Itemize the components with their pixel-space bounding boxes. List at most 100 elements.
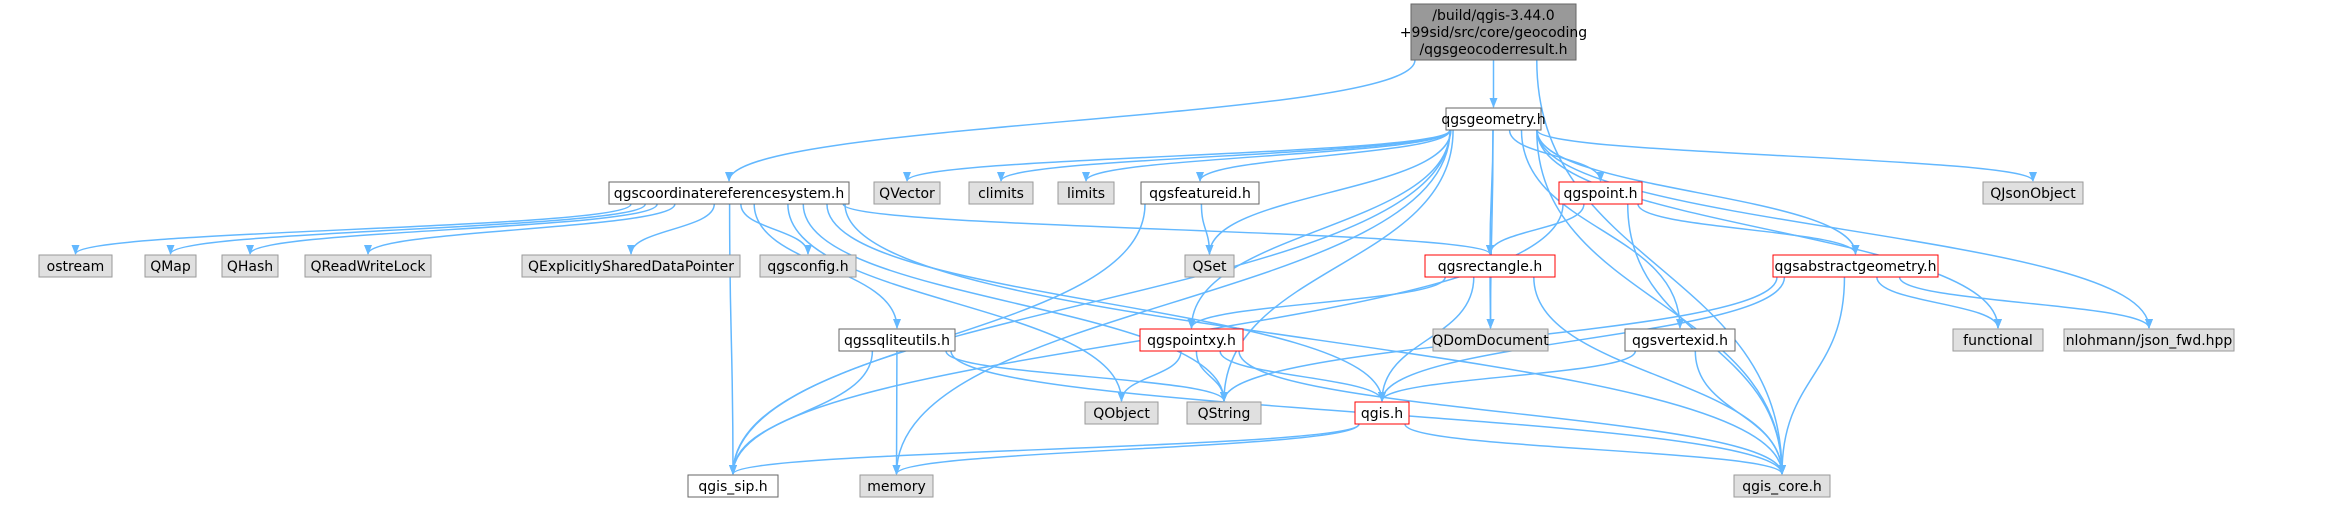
node-label-geometry: qgsgeometry.h: [1441, 112, 1545, 128]
node-box-memory: [859, 474, 934, 498]
node-label-qgis_sip: qgis_sip.h: [698, 479, 767, 495]
node-geometry[interactable]: qgsgeometry.h: [1441, 107, 1546, 131]
node-pointxy[interactable]: qgspointxy.h: [1139, 328, 1244, 352]
edge-point-to-abstractgeom: [1637, 203, 1860, 255]
node-label-qset: QSet: [1192, 259, 1227, 275]
node-qgis[interactable]: qgis.h: [1354, 401, 1410, 425]
node-label-root: /qgsgeocoderresult.h: [1419, 42, 1567, 58]
node-box-crs: [608, 181, 850, 205]
node-box-featureid: [1140, 181, 1260, 205]
edge-crs-to-qexplicit: [627, 203, 716, 255]
edge-qgis-to-qgis_core: [1404, 423, 1786, 475]
edge-geometry-to-limits: [1082, 129, 1451, 182]
node-label-ostream: ostream: [47, 259, 105, 275]
node-box-qstring: [1186, 401, 1262, 425]
edge-sqliteutils-to-qstring: [945, 350, 1228, 402]
edge-rectangle-to-qgis: [1378, 276, 1475, 402]
node-qreadwritelock: QReadWriteLock: [304, 254, 432, 278]
edge-geometry-to-qstring: [1220, 129, 1454, 402]
node-box-json_fwd: [2063, 328, 2235, 352]
node-qexplicit: QExplicitlySharedDataPointer: [521, 254, 741, 278]
node-root[interactable]: /build/qgis-3.44.0+99sid/src/core/geocod…: [1400, 3, 1587, 61]
node-vertexid[interactable]: qgsvertexid.h: [1624, 328, 1736, 352]
node-qstring: QString: [1186, 401, 1262, 425]
node-label-qdomdocument: QDomDocument: [1432, 333, 1549, 349]
node-label-qgsconfig: qgsconfig.h: [767, 259, 848, 275]
edge-crs-to-qmap: [166, 203, 646, 255]
edge-geometry-to-vertexid: [1520, 129, 1684, 329]
edge-geometry-to-functional: [1536, 129, 2002, 329]
node-box-functional: [1952, 328, 2044, 352]
node-qmap: QMap: [144, 254, 197, 278]
node-label-point: qgspoint.h: [1563, 186, 1637, 202]
node-crs[interactable]: qgscoordinatereferencesystem.h: [608, 181, 850, 205]
edge-featureid-to-qset: [1200, 203, 1214, 255]
node-label-sqliteutils: qgssqliteutils.h: [844, 333, 950, 349]
node-label-crs: qgscoordinatereferencesystem.h: [614, 186, 845, 202]
node-box-qgsconfig: [759, 254, 857, 278]
edge-qgis-to-qgis_sip: [729, 423, 1360, 475]
node-label-qgis: qgis.h: [1361, 406, 1403, 422]
node-box-qvector: [873, 181, 941, 205]
node-qgis_sip[interactable]: qgis_sip.h: [687, 474, 779, 498]
node-climits: climits: [968, 181, 1034, 205]
edge-sqliteutils-to-qgis_sip: [729, 350, 874, 475]
node-box-point: [1558, 181, 1643, 205]
edge-geometry-to-point: [1508, 129, 1605, 182]
node-rectangle[interactable]: qgsrectangle.h: [1424, 254, 1556, 278]
node-featureid[interactable]: qgsfeatureid.h: [1140, 181, 1260, 205]
node-label-qstring: QString: [1198, 406, 1251, 422]
edge-geometry-to-pointxy: [1187, 129, 1451, 329]
edge-vertexid-to-qgis: [1378, 350, 1637, 402]
edge-abstractgeom-to-qgis_core: [1778, 276, 1846, 475]
node-abstractgeom[interactable]: qgsabstractgeometry.h: [1772, 254, 1939, 278]
node-label-functional: functional: [1963, 333, 2033, 349]
node-qset: QSet: [1184, 254, 1235, 278]
edge-vertexid-to-qgis_core: [1694, 350, 1786, 475]
edge-crs-to-qgis: [826, 203, 1386, 402]
edge-rectangle-to-pointxy: [1187, 276, 1446, 329]
node-box-vertexid: [1624, 328, 1736, 352]
edge-crs-to-qstring: [802, 203, 1228, 402]
node-label-qvector: QVector: [879, 186, 935, 202]
edge-pointxy-to-qgis_core: [1238, 350, 1786, 475]
node-memory: memory: [859, 474, 934, 498]
edge-crs-to-qhash: [246, 203, 658, 255]
node-box-abstractgeom: [1772, 254, 1939, 278]
edge-crs-to-qobject: [787, 203, 1126, 402]
edge-geometry-to-qset: [1205, 129, 1452, 255]
node-label-rectangle: qgsrectangle.h: [1438, 259, 1542, 275]
node-box-qjsonobject: [1982, 181, 2084, 205]
node-point[interactable]: qgspoint.h: [1558, 181, 1643, 205]
node-box-pointxy: [1139, 328, 1244, 352]
edge-qgis-to-memory: [892, 423, 1360, 475]
node-qgis_core: qgis_core.h: [1733, 474, 1831, 498]
node-box-limits: [1057, 181, 1115, 205]
edge-crs-to-qreadwritelock: [364, 203, 676, 255]
node-qjsonobject: QJsonObject: [1982, 181, 2084, 205]
node-box-qreadwritelock: [304, 254, 432, 278]
edge-root-to-crs: [725, 59, 1416, 182]
node-qhash: QHash: [221, 254, 279, 278]
node-box-sqliteutils: [838, 328, 956, 352]
node-label-qhash: QHash: [227, 259, 273, 275]
node-box-qdomdocument: [1432, 328, 1549, 352]
node-label-qobject: QObject: [1093, 406, 1150, 422]
node-box-qhash: [221, 254, 279, 278]
node-box-climits: [968, 181, 1034, 205]
node-label-abstractgeom: qgsabstractgeometry.h: [1774, 259, 1936, 275]
edge-abstractgeom-to-qgis: [1378, 276, 1786, 402]
node-box-qobject: [1084, 401, 1159, 425]
node-label-vertexid: qgsvertexid.h: [1632, 333, 1728, 349]
node-label-root: +99sid/src/core/geocoding: [1400, 25, 1587, 41]
node-label-root: /build/qgis-3.44.0: [1432, 8, 1554, 24]
node-ostream: ostream: [38, 254, 113, 278]
edge-geometry-to-featureid: [1196, 129, 1451, 182]
node-sqliteutils[interactable]: qgssqliteutils.h: [838, 328, 956, 352]
node-box-ostream: [38, 254, 113, 278]
edge-geometry-to-qvector: [903, 129, 1451, 182]
edge-abstractgeom-to-json_fwd: [1898, 276, 2153, 329]
edge-pointxy-to-qstring: [1195, 350, 1228, 402]
node-label-qgis_core: qgis_core.h: [1742, 479, 1822, 495]
